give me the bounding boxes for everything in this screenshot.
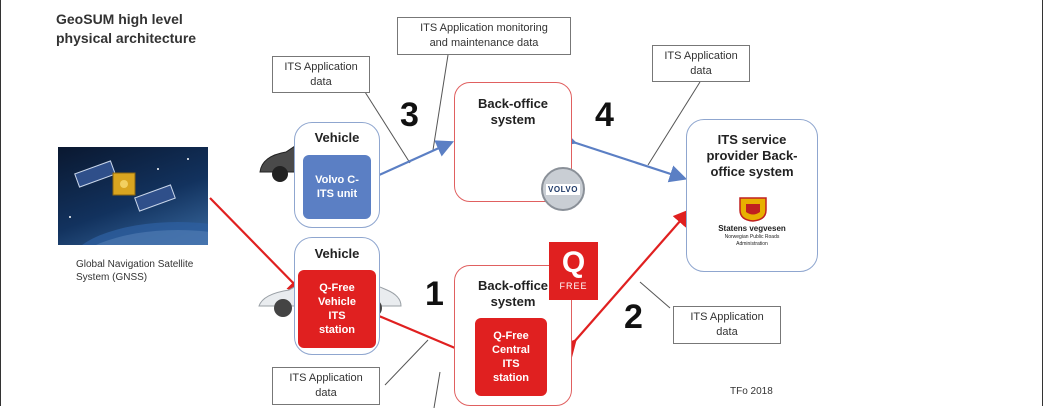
qfree-vehicle-its-station: Q-Free Vehicle ITS station xyxy=(298,270,376,348)
arrow-backoffice-to-provider xyxy=(557,129,688,183)
vehicle-top-box: Vehicle Volvo C- ITS unit xyxy=(294,122,380,228)
statens-vegvesen-emblem-icon xyxy=(739,197,767,222)
its-service-provider-box: ITS service provider Back- office system… xyxy=(686,119,818,272)
title-line-2: physical architecture xyxy=(56,30,197,46)
leader-monitoring xyxy=(432,54,449,151)
note-monitoring-data: ITS Application monitoring and maintenan… xyxy=(397,17,571,55)
step-number-3: 3 xyxy=(400,96,419,134)
note-provider-app-data: ITS Application data xyxy=(652,45,750,82)
backoffice-top-title: Back-office system xyxy=(477,96,549,127)
step-number-4: 4 xyxy=(595,96,614,134)
title-line-1: GeoSUM high level xyxy=(56,11,183,27)
backoffice-top-box: Back-office system VOLVO xyxy=(454,82,585,211)
qfree-logo: Q FREE xyxy=(549,242,598,300)
volvo-logo: VOLVO xyxy=(541,167,585,211)
note-bottom-right-app-data: ITS Application data xyxy=(673,306,781,344)
note-bottom-left-app-data: ITS Application data xyxy=(272,367,380,405)
leader-bottom-center xyxy=(433,371,441,408)
credit-text: TFo 2018 xyxy=(730,386,773,397)
arrow-gnss-to-qfree-vehicle xyxy=(209,197,306,296)
qfree-logo-word: FREE xyxy=(559,281,588,291)
backoffice-bottom-title: Back-office system xyxy=(477,278,549,309)
vehicle-bottom-box: Vehicle Q-Free Vehicle ITS station xyxy=(294,237,380,355)
satellite-image xyxy=(58,147,208,245)
qfree-central-its-station: Q-Free Central ITS station xyxy=(475,318,547,396)
step-number-2: 2 xyxy=(624,298,643,336)
arrow-central-to-provider xyxy=(558,208,691,358)
qfree-logo-letter: Q xyxy=(561,246,586,279)
statens-vegvesen-logo: Statens vegvesen Norwegian Public Roads … xyxy=(718,224,786,247)
diagram-title: GeoSUM high level physical architecture xyxy=(56,10,196,48)
step-number-1: 1 xyxy=(425,275,444,313)
gnss-label: Global Navigation Satellite System (GNSS… xyxy=(76,259,194,283)
vehicle-top-title: Vehicle xyxy=(314,130,360,145)
its-service-provider-title: ITS service provider Back- office system xyxy=(706,132,798,179)
volvo-logo-text: VOLVO xyxy=(546,183,580,195)
vehicle-bottom-title: Vehicle xyxy=(314,246,360,261)
note-vehicle-app-data: ITS Application data xyxy=(272,56,370,93)
satellite-icon xyxy=(69,158,208,245)
leader-bottom-right xyxy=(639,281,671,309)
volvo-c-its-unit: Volvo C- ITS unit xyxy=(303,155,371,219)
leader-bottom-left xyxy=(384,339,429,386)
